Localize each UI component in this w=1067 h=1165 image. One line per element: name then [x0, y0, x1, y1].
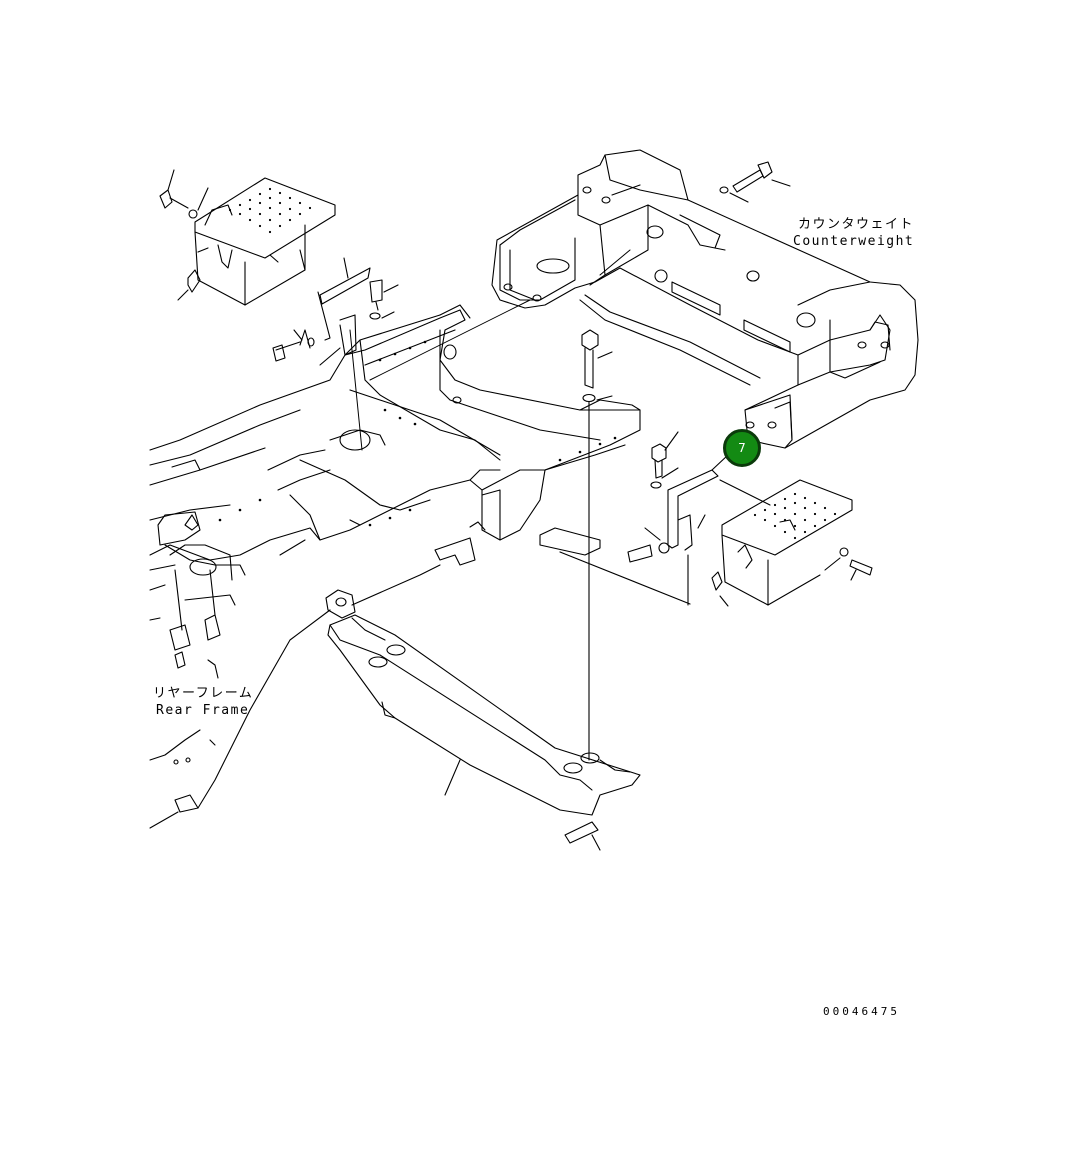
center-bolt-drawing [539, 329, 691, 761]
counterweight-label-ja: カウンタウェイト [798, 217, 915, 232]
rear-frame-drawing [149, 304, 641, 829]
connector-lines [349, 249, 631, 451]
right-step-drawing [711, 479, 873, 607]
counterweight-drawing [491, 149, 919, 449]
rear-frame-label-ja: リヤーフレーム [153, 686, 254, 701]
counterweight-label-en: Counterweight [793, 234, 915, 249]
drawing-number: 00046475 [823, 1005, 900, 1018]
rear-frame-label-en: Rear Frame [156, 703, 250, 718]
left-step-drawing [159, 169, 399, 366]
under-cover-drawing [327, 614, 641, 851]
callout-7-marker[interactable]: 7 [723, 429, 761, 467]
callout-number: 7 [738, 441, 746, 455]
counterweight-bolt-drawing [719, 161, 791, 203]
